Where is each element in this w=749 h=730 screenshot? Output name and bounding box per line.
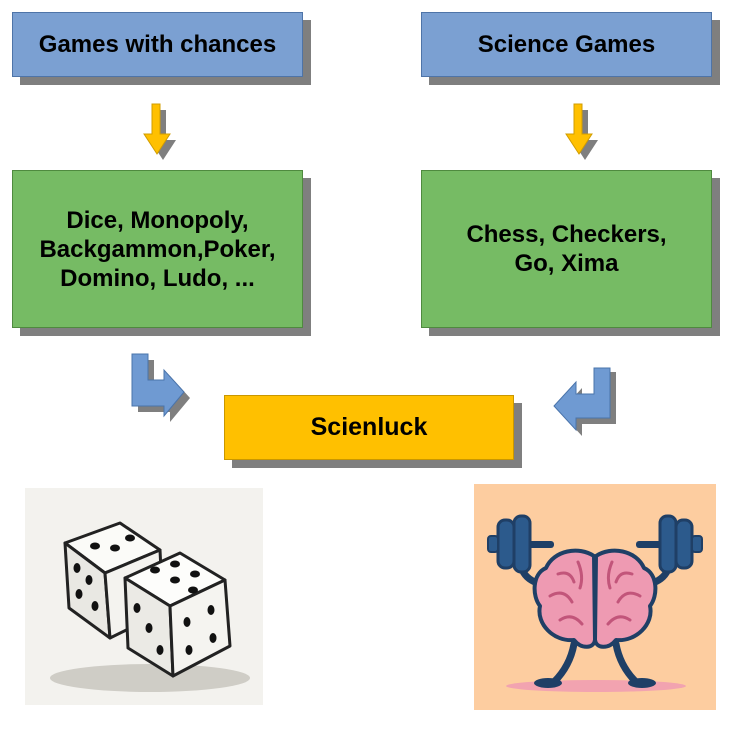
dice-icon	[50, 521, 250, 692]
left-bent-arrow-icon	[131, 353, 190, 422]
dice-image	[25, 488, 263, 705]
scienluck-label: Scienluck	[310, 413, 428, 441]
science-games-box: Science Games	[421, 12, 712, 77]
brain-image	[474, 484, 716, 710]
chance-games-examples-text: Dice, Monopoly, Backgammon,Poker, Domino…	[39, 206, 276, 292]
science-games-examples-box: Chess, Checkers, Go, Xima	[421, 170, 712, 328]
science-games-label: Science Games	[477, 30, 656, 58]
scienluck-box: Scienluck	[224, 395, 514, 460]
brain-lifting-dumbbells-icon	[487, 514, 703, 692]
right-bent-arrow-icon	[553, 367, 616, 436]
science-games-examples-text: Chess, Checkers, Go, Xima	[466, 221, 667, 277]
left-down-arrow-icon	[143, 103, 176, 160]
chance-games-examples-box: Dice, Monopoly, Backgammon,Poker, Domino…	[12, 170, 303, 328]
right-down-arrow-icon	[565, 103, 598, 160]
games-with-chances-label: Games with chances	[38, 30, 277, 58]
games-with-chances-box: Games with chances	[12, 12, 303, 77]
